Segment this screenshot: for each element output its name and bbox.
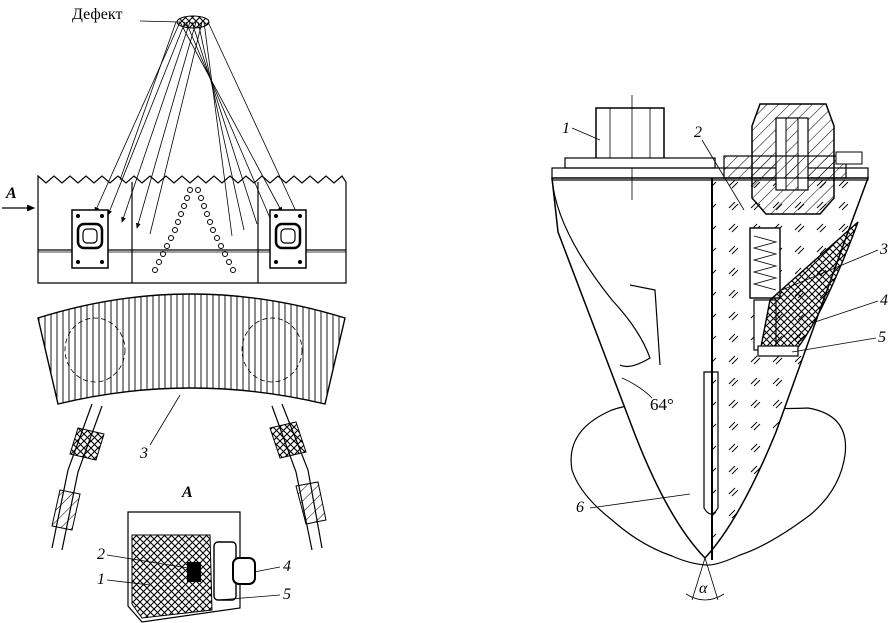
callout-r-4: 4 xyxy=(880,292,888,309)
callout-r-1: 1 xyxy=(562,120,570,137)
connector xyxy=(723,103,863,215)
curved-wedge: 3 xyxy=(37,293,346,462)
glass-region xyxy=(712,178,852,556)
alpha-label: α xyxy=(699,580,708,597)
defect-label: Дефект xyxy=(72,6,122,23)
callout-r-2: 2 xyxy=(694,124,702,141)
right-cable xyxy=(269,403,327,551)
angle-label-64: 64° xyxy=(650,395,674,414)
left-transducer xyxy=(71,209,109,269)
angle-arc-64 xyxy=(621,377,653,399)
left-view: Дефект xyxy=(2,6,347,623)
callout-r-5: 5 xyxy=(878,329,886,346)
section-a-detail: A xyxy=(127,484,256,623)
callout-a-1: 1 xyxy=(97,571,105,588)
top-block-outline xyxy=(37,174,347,284)
callout-r-3: 3 xyxy=(879,241,888,258)
part-label-3: 3 xyxy=(139,445,148,462)
defect-leader xyxy=(139,20,181,23)
view-a-label: A xyxy=(5,185,17,202)
callout-r-6: 6 xyxy=(576,499,584,516)
callout-a-4: 4 xyxy=(283,558,291,575)
top-bolt xyxy=(564,95,716,200)
right-view: 1 2 3 4 5 6 64° α xyxy=(551,95,888,601)
alpha-arc xyxy=(685,593,725,601)
section-a-title: A xyxy=(181,484,193,501)
right-transducer xyxy=(269,209,307,269)
callout-a-2: 2 xyxy=(97,546,105,563)
dot-pattern xyxy=(152,187,236,273)
left-cable xyxy=(51,403,105,551)
ultrasonic-rays xyxy=(94,21,301,237)
callout-a-5: 5 xyxy=(283,586,291,603)
